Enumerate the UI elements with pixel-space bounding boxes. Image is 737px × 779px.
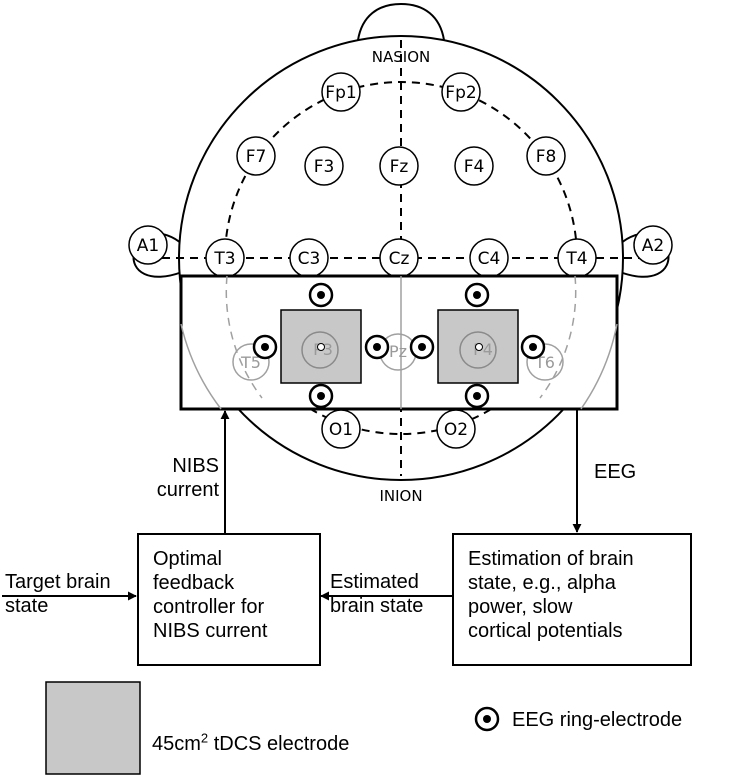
inion-label: INION — [379, 487, 422, 505]
nose-outline — [357, 2, 445, 41]
nibs-current-label: NIBS current — [156, 455, 219, 501]
electrode-label-cz: Cz — [389, 249, 410, 269]
legend-tdcs-swatch — [45, 681, 141, 775]
estimation-box-text: Estimation of brain state, e.g., alpha p… — [468, 548, 634, 642]
electrode-label-fp1: Fp1 — [325, 83, 356, 103]
electrode-label-f4: F4 — [464, 157, 485, 177]
estimation-box: Estimation of brain state, e.g., alpha p… — [452, 533, 692, 666]
eeg-ring-electrodes — [252, 282, 546, 409]
electrode-label-f7: F7 — [246, 147, 267, 167]
electrode-label-fz: Fz — [390, 157, 409, 177]
electrode-label-t4: T4 — [565, 249, 587, 269]
electrode-label-f8: F8 — [536, 147, 557, 167]
legend-eeg-label: EEG ring-electrode — [512, 709, 683, 731]
electrodes — [128, 72, 673, 449]
pad-center-dot-p4 — [475, 343, 483, 351]
electrode-label-a1: A1 — [137, 236, 159, 256]
legend-tdcs-prefix: 45cm — [152, 733, 201, 755]
estimated-brain-state-label: Estimated brain state — [330, 571, 424, 617]
target-brain-state-label: Target brain state — [5, 571, 111, 617]
electrode-label-t3: T3 — [213, 249, 235, 269]
faded-electrodes-under-pads — [301, 331, 497, 369]
controller-box-text: Optimal feedback controller for NIBS cur… — [153, 548, 268, 642]
faded-head-contours — [180, 275, 618, 410]
eeg-label: EEG — [594, 461, 637, 483]
legend-tdcs-suffix: tDCS electrode — [208, 733, 350, 755]
electrode-label-c4: C4 — [478, 249, 501, 269]
electrode-label-t5: T5 — [240, 353, 261, 372]
legend-eeg-ring-icon — [474, 706, 500, 732]
electrode-label-fp2: Fp2 — [445, 83, 476, 103]
nasion-label: NASION — [372, 48, 430, 66]
electrode-label-c3: C3 — [298, 249, 321, 269]
electrode-label-f3: F3 — [314, 157, 335, 177]
electrode-label-t6: T6 — [534, 353, 555, 372]
electrode-label-a2: A2 — [642, 236, 664, 256]
controller-box: Optimal feedback controller for NIBS cur… — [137, 533, 321, 666]
legend-tdcs-label: 45cm2 tDCS electrode — [152, 708, 349, 756]
legend-tdcs-sup: 2 — [200, 730, 209, 746]
pad-center-dot-p3 — [317, 343, 325, 351]
electrode-label-o1: O1 — [329, 420, 353, 440]
electrode-label-o2: O2 — [444, 420, 468, 440]
electrode-label-pz: Pz — [389, 342, 407, 361]
